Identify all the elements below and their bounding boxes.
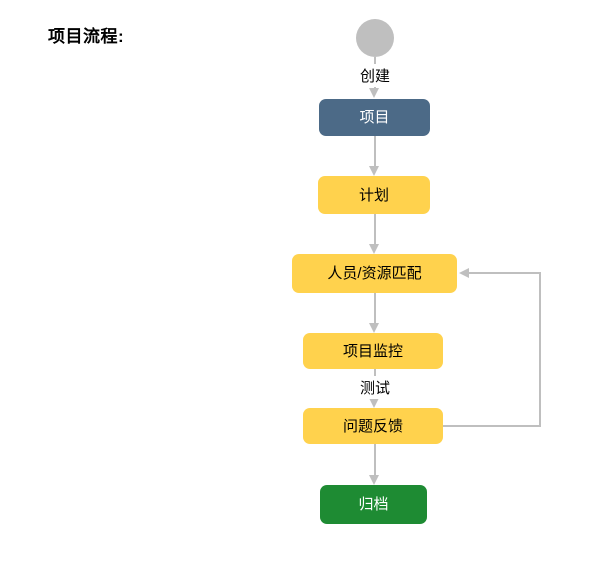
connector-plan-match	[374, 214, 376, 245]
connector-match-monitor	[374, 293, 376, 324]
loopback-top-segment	[469, 272, 541, 274]
node-feedback: 问题反馈	[303, 408, 443, 444]
node-project: 项目	[319, 99, 430, 136]
connector-feedback-archive	[374, 444, 376, 476]
start-circle-node	[356, 19, 394, 57]
arrowhead-left-icon	[459, 268, 469, 278]
loopback-bottom-segment	[443, 425, 541, 427]
edge-label-test: 测试	[356, 376, 394, 399]
loopback-vertical-segment	[539, 272, 541, 427]
arrowhead-down-icon	[369, 475, 379, 485]
edge-label-create: 创建	[356, 64, 394, 87]
arrowhead-down-icon	[369, 88, 379, 98]
node-plan: 计划	[318, 176, 430, 214]
arrowhead-down-icon	[369, 166, 379, 176]
arrowhead-down-icon	[369, 244, 379, 254]
node-archive: 归档	[320, 485, 427, 524]
arrowhead-down-icon	[369, 323, 379, 333]
page-title: 项目流程:	[48, 27, 125, 46]
connector-project-plan	[374, 136, 376, 167]
node-resource-match: 人员/资源匹配	[292, 254, 457, 293]
node-monitor: 项目监控	[303, 333, 443, 369]
arrowhead-down-icon	[369, 398, 379, 408]
